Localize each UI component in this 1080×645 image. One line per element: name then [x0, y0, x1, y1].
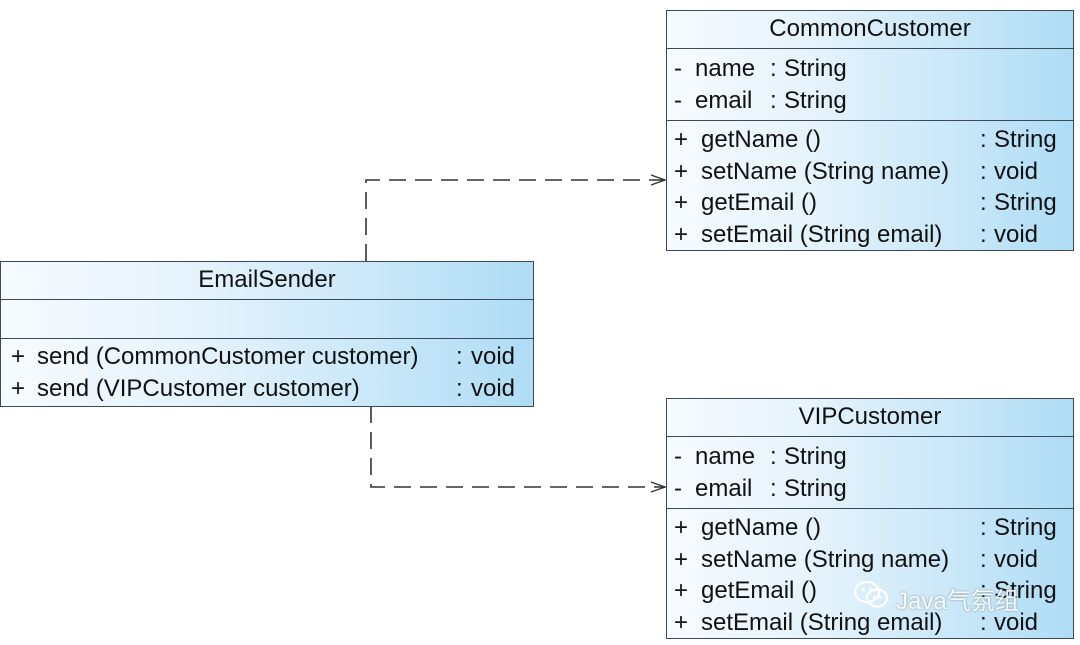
type-separator: :: [980, 220, 987, 248]
type-separator: :: [980, 577, 987, 604]
return-type: void: [994, 157, 1039, 185]
attribute-type: String: [784, 474, 847, 502]
return-type: void: [994, 220, 1039, 248]
visibility-marker: +: [11, 343, 26, 370]
return-type: void: [994, 545, 1039, 573]
dependency-arrow-common: [365, 180, 665, 261]
operation-signature: setEmail (String email): [701, 220, 943, 248]
class-name: EmailSender: [1, 262, 533, 300]
return-type: void: [471, 374, 516, 402]
operations-compartment: + getName () : String + setName (String …: [667, 509, 1073, 638]
return-type: String: [994, 577, 1057, 604]
type-separator: :: [980, 608, 987, 636]
visibility-marker: +: [674, 514, 689, 541]
visibility-marker: +: [674, 545, 689, 573]
return-type: String: [994, 126, 1057, 153]
type-separator: :: [770, 86, 777, 114]
operations-compartment: + getName () : String + setName (String …: [667, 121, 1073, 250]
visibility-marker: +: [674, 608, 689, 636]
operation-row: + getName () : String: [667, 124, 1073, 156]
visibility-marker: -: [674, 86, 682, 114]
type-separator: :: [770, 443, 777, 470]
operation-signature: send (VIPCustomer customer): [37, 374, 360, 402]
attribute-row: - email : String: [667, 473, 1073, 505]
operation-signature: getEmail (): [701, 189, 818, 216]
operation-row: + setEmail (String email) : void: [667, 219, 1073, 251]
visibility-marker: +: [674, 220, 689, 248]
attribute-name: email: [695, 86, 753, 114]
return-type: String: [994, 189, 1057, 216]
attributes-compartment-empty: [1, 300, 533, 339]
visibility-marker: +: [674, 577, 689, 604]
operation-signature: getName (): [701, 514, 822, 541]
type-separator: :: [770, 474, 777, 502]
attribute-name: email: [695, 474, 753, 502]
visibility-marker: +: [674, 126, 689, 153]
type-separator: :: [980, 126, 987, 153]
visibility-marker: -: [674, 474, 682, 502]
attributes-compartment: - name : String - email : String: [667, 437, 1073, 509]
operation-row: + getName () : String: [667, 512, 1073, 544]
operation-signature: getName (): [701, 126, 822, 153]
attribute-name: name: [695, 443, 756, 470]
operations-compartment: + send (CommonCustomer customer) : void …: [1, 339, 533, 404]
operation-row: + getEmail () : String: [667, 187, 1073, 219]
attribute-row: - name : String: [667, 441, 1073, 473]
class-name: CommonCustomer: [667, 11, 1073, 49]
operation-signature: getEmail (): [701, 577, 818, 604]
operation-row: + setEmail (String email) : void: [667, 607, 1073, 639]
operation-signature: setName (String name): [701, 157, 950, 185]
type-separator: :: [456, 343, 463, 370]
operation-signature: setEmail (String email): [701, 608, 943, 636]
attribute-type: String: [784, 86, 847, 114]
operation-row: + setName (String name) : void: [667, 544, 1073, 576]
visibility-marker: +: [674, 157, 689, 185]
operation-signature: setName (String name): [701, 545, 950, 573]
class-email-sender[interactable]: EmailSender + send (CommonCustomer custo…: [0, 261, 534, 407]
visibility-marker: +: [674, 189, 689, 216]
operation-row: + send (VIPCustomer customer) : void: [1, 373, 533, 405]
operation-signature: send (CommonCustomer customer): [37, 343, 419, 370]
attribute-row: - name : String: [667, 53, 1073, 85]
visibility-marker: +: [11, 374, 26, 402]
attributes-compartment: - name : String - email : String: [667, 49, 1073, 121]
operation-row: + getEmail () : String: [667, 575, 1073, 607]
type-separator: :: [770, 55, 777, 82]
attribute-name: name: [695, 55, 756, 82]
dependency-arrow-vip: [370, 406, 665, 487]
return-type: String: [994, 514, 1057, 541]
visibility-marker: -: [674, 55, 682, 82]
attribute-type: String: [784, 55, 847, 82]
type-separator: :: [980, 189, 987, 216]
return-type: void: [471, 343, 516, 370]
return-type: void: [994, 608, 1039, 636]
type-separator: :: [980, 514, 987, 541]
class-common-customer[interactable]: CommonCustomer - name : String - email :…: [666, 10, 1074, 251]
visibility-marker: -: [674, 443, 682, 470]
operation-row: + send (CommonCustomer customer) : void: [1, 341, 533, 373]
class-name: VIPCustomer: [667, 399, 1073, 437]
operation-row: + setName (String name) : void: [667, 156, 1073, 188]
type-separator: :: [980, 157, 987, 185]
type-separator: :: [456, 374, 463, 402]
attribute-row: - email : String: [667, 85, 1073, 117]
type-separator: :: [980, 545, 987, 573]
class-vip-customer[interactable]: VIPCustomer - name : String - email : St…: [666, 398, 1074, 639]
attribute-type: String: [784, 443, 847, 470]
